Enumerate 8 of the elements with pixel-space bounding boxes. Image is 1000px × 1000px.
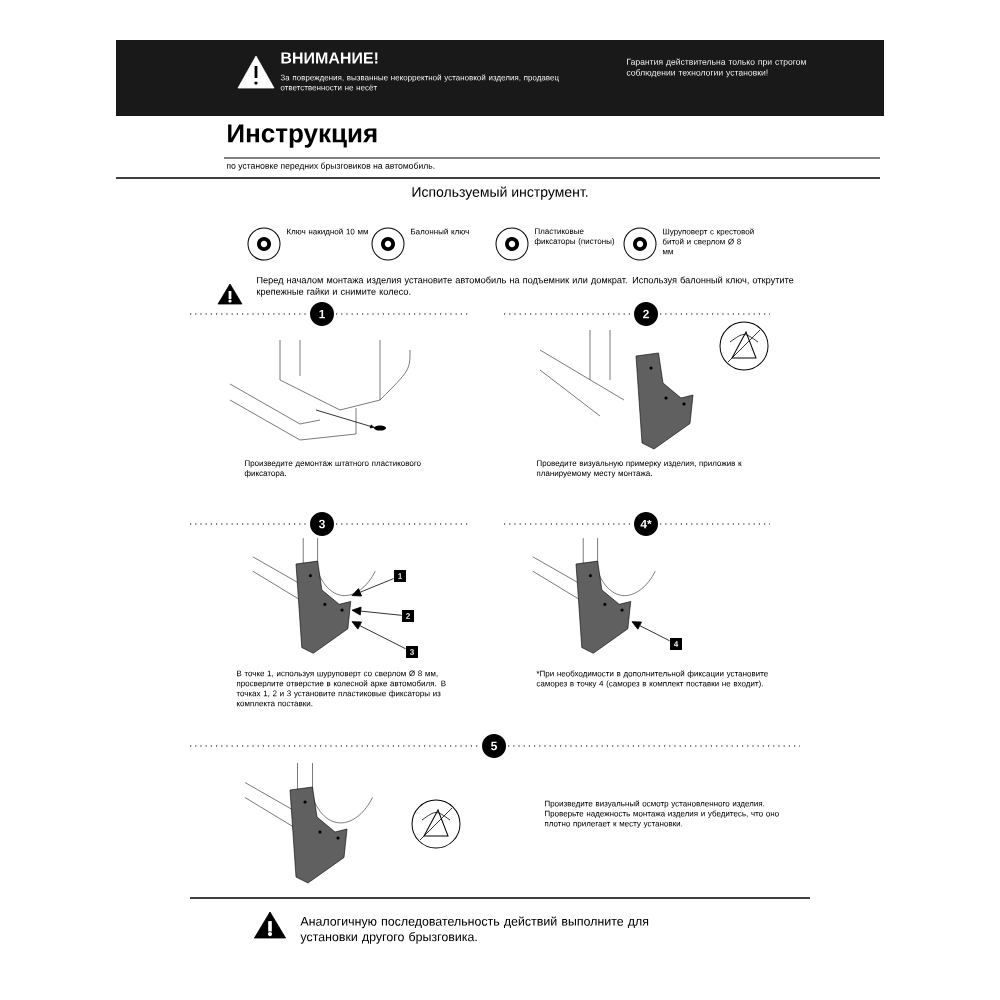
leader-line <box>351 621 406 650</box>
mudflap-drawing <box>532 537 656 654</box>
leader-line <box>351 578 394 597</box>
mudflap-drawing <box>252 537 376 654</box>
leader-line <box>631 621 670 642</box>
banner-heading: ВНИМАНИЕ! <box>281 52 378 64</box>
leader-line <box>351 606 402 616</box>
page-title: Инструкция <box>228 124 377 148</box>
